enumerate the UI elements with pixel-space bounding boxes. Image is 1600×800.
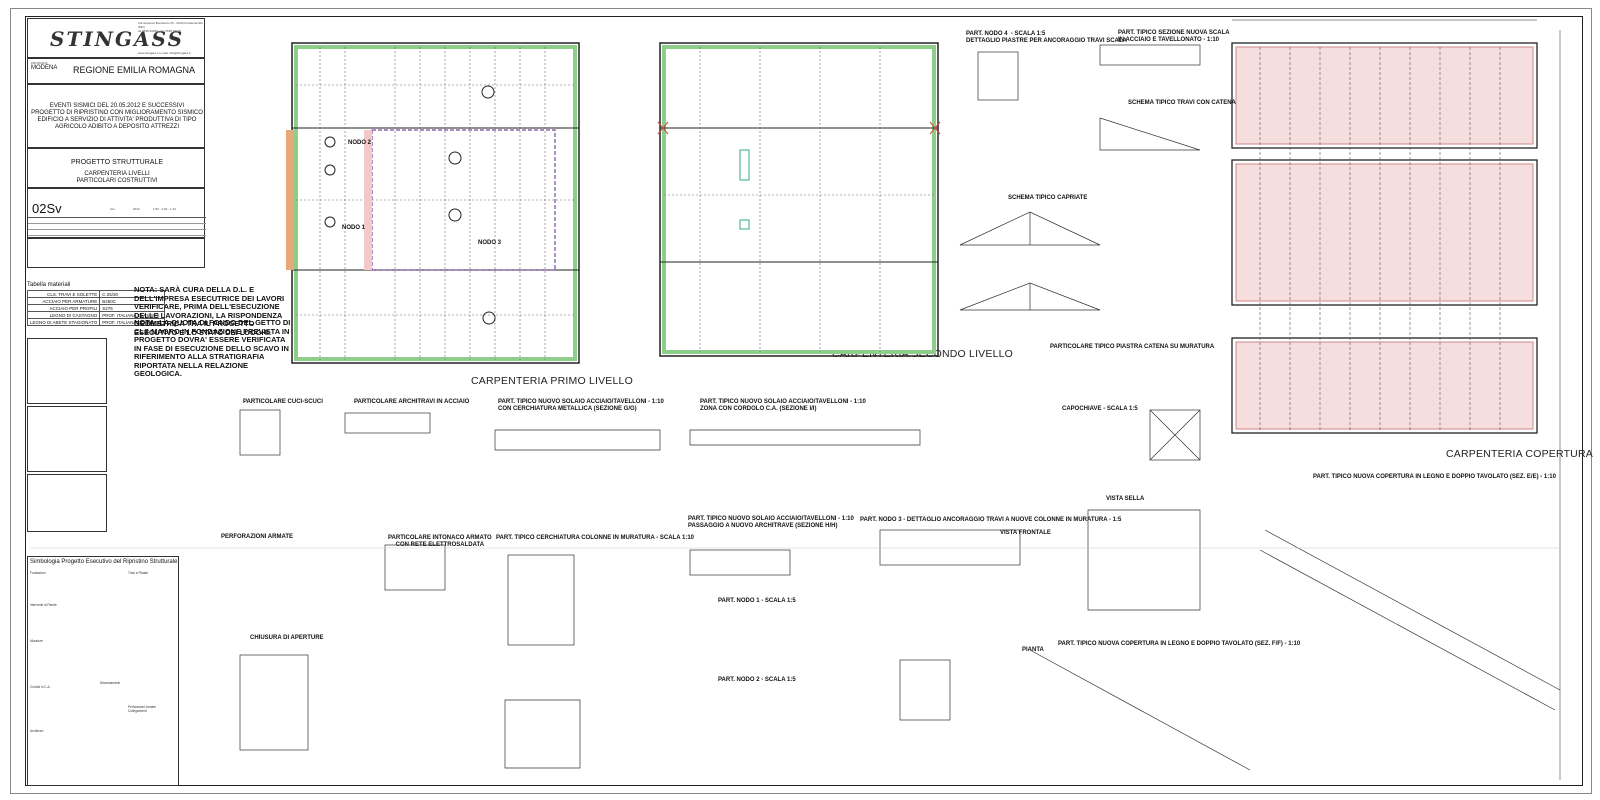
detail-title-nodo3: PART. NODO 3 - DETTAGLIO ANCORAGGIO TRAV… — [860, 517, 1122, 523]
sheet-outer-border — [10, 8, 1592, 794]
detail-title-cerchiatura: PART. TIPICO CERCHIATURA COLONNE IN MURA… — [496, 535, 694, 541]
detail-title-copertura-ee: PART. TIPICO NUOVA COPERTURA IN LEGNO E … — [1313, 474, 1556, 480]
note-1: NOTA: SARÀ CURA DELLA D.L. E DELL'IMPRES… — [134, 285, 285, 337]
intervention-description: EVENTI SISMICI DEL 20.05.2012 E SUCCESSI… — [31, 103, 203, 130]
province: MODENA — [31, 65, 58, 71]
roof-plan-title: CARPENTERIA COPERTURA — [1446, 448, 1593, 460]
company-box: STINGASS Via Giovanni Boccaccio 25 - 410… — [27, 18, 205, 58]
detail-title-architravi: PARTICOLARE ARCHITRAVI IN ACCIAIO — [354, 399, 470, 405]
detail-title-perforazioni: PERFORAZIONI ARMATE — [221, 534, 293, 540]
intervention-legend-column — [27, 336, 107, 532]
company-address: Via Giovanni Boccaccio 25 - 41034 Finale… — [138, 21, 203, 33]
sheet-border — [25, 16, 1583, 786]
detail-title-solaio-g: PART. TIPICO NUOVO SOLAIO ACCIAIO/TAVELL… — [498, 399, 664, 412]
region-box: PROVINCIA MODENA REGIONE EMILIA ROMAGNA — [27, 58, 205, 84]
detail-title-nodo2: PART. NODO 2 - SCALA 1:5 — [718, 677, 796, 683]
detail-title-vista-frontale: VISTA FRONTALE — [1000, 530, 1051, 536]
legend-title: Simbologia Progetto Esecutivo del Ripris… — [30, 559, 178, 565]
plan-level-1-title: CARPENTERIA PRIMO LIVELLO — [471, 375, 633, 387]
region: REGIONE EMILIA ROMAGNA — [73, 65, 196, 75]
detail-title-vista-sella: VISTA SELLA — [1106, 496, 1145, 502]
detail-title-pianta: PIANTA — [1022, 647, 1044, 653]
node-label: NODO 3 — [478, 240, 502, 246]
detail-title-capriate: SCHEMA TIPICO CAPRIATE — [1008, 195, 1088, 201]
detail-title-catena: SCHEMA TIPICO TRAVI CON CATENA — [1128, 100, 1236, 106]
company-logo: STINGASS — [50, 27, 185, 51]
detail-title-copertura-ff: PART. TIPICO NUOVA COPERTURA IN LEGNO E … — [1058, 641, 1301, 647]
detail-title-solaio-z: PART. TIPICO NUOVO SOLAIO ACCIAIO/TAVELL… — [700, 399, 866, 412]
drawing-number: 02Sv — [32, 201, 62, 216]
detail-title-solaio-h: PART. TIPICO NUOVO SOLAIO ACCIAIO/TAVELL… — [688, 516, 854, 529]
node-label: NODO 2 — [348, 140, 372, 146]
company-web: www.stingass.it e-mail: info@stingass.it — [138, 51, 191, 55]
intervention-box: EVENTI SISMICI DEL 20.05.2012 E SUCCESSI… — [27, 84, 205, 148]
node-label: NODO 1 — [342, 225, 366, 231]
detail-title-nodo1: PART. NODO 1 - SCALA 1:5 — [718, 598, 796, 604]
symbol-legend: Simbologia Progetto Esecutivo del Ripris… — [27, 556, 179, 786]
detail-title-chiusura: CHIUSURA DI APERTURE — [250, 635, 324, 641]
drawing-number-box: 02Sv A1+ 2013 1:50 - 1:20 - 1:10 — [27, 188, 206, 238]
detail-title-capochiave: CAPOCHIAVE - SCALA 1:5 — [1062, 406, 1138, 412]
detail-title-cuci: PARTICOLARE CUCI-SCUCI — [243, 399, 323, 405]
project-title: PROGETTO STRUTTURALE — [70, 159, 164, 166]
note-2: NOTA: LA QUOTA DI FONDO DEL GETTO DI CLS… — [134, 318, 291, 378]
detail-title-piastra: PARTICOLARE TIPICO PIASTRA CATENA SU MUR… — [1050, 344, 1215, 350]
project-box: PROGETTO STRUTTURALE CARPENTERIA LIVELLI… — [27, 148, 205, 188]
detail-title-stair: PART. TIPICO SEZIONE NUOVA SCALA IN ACCI… — [1118, 30, 1230, 43]
revision-box — [27, 238, 205, 268]
materials-title: Tabella materiali — [27, 282, 71, 288]
detail-title-node4: PART. NODO 4 - SCALA 1:5 DETTAGLIO PIAST… — [966, 31, 1127, 44]
project-subtitle: CARPENTERIA LIVELLI PARTICOLARI COSTRUTT… — [76, 171, 158, 184]
